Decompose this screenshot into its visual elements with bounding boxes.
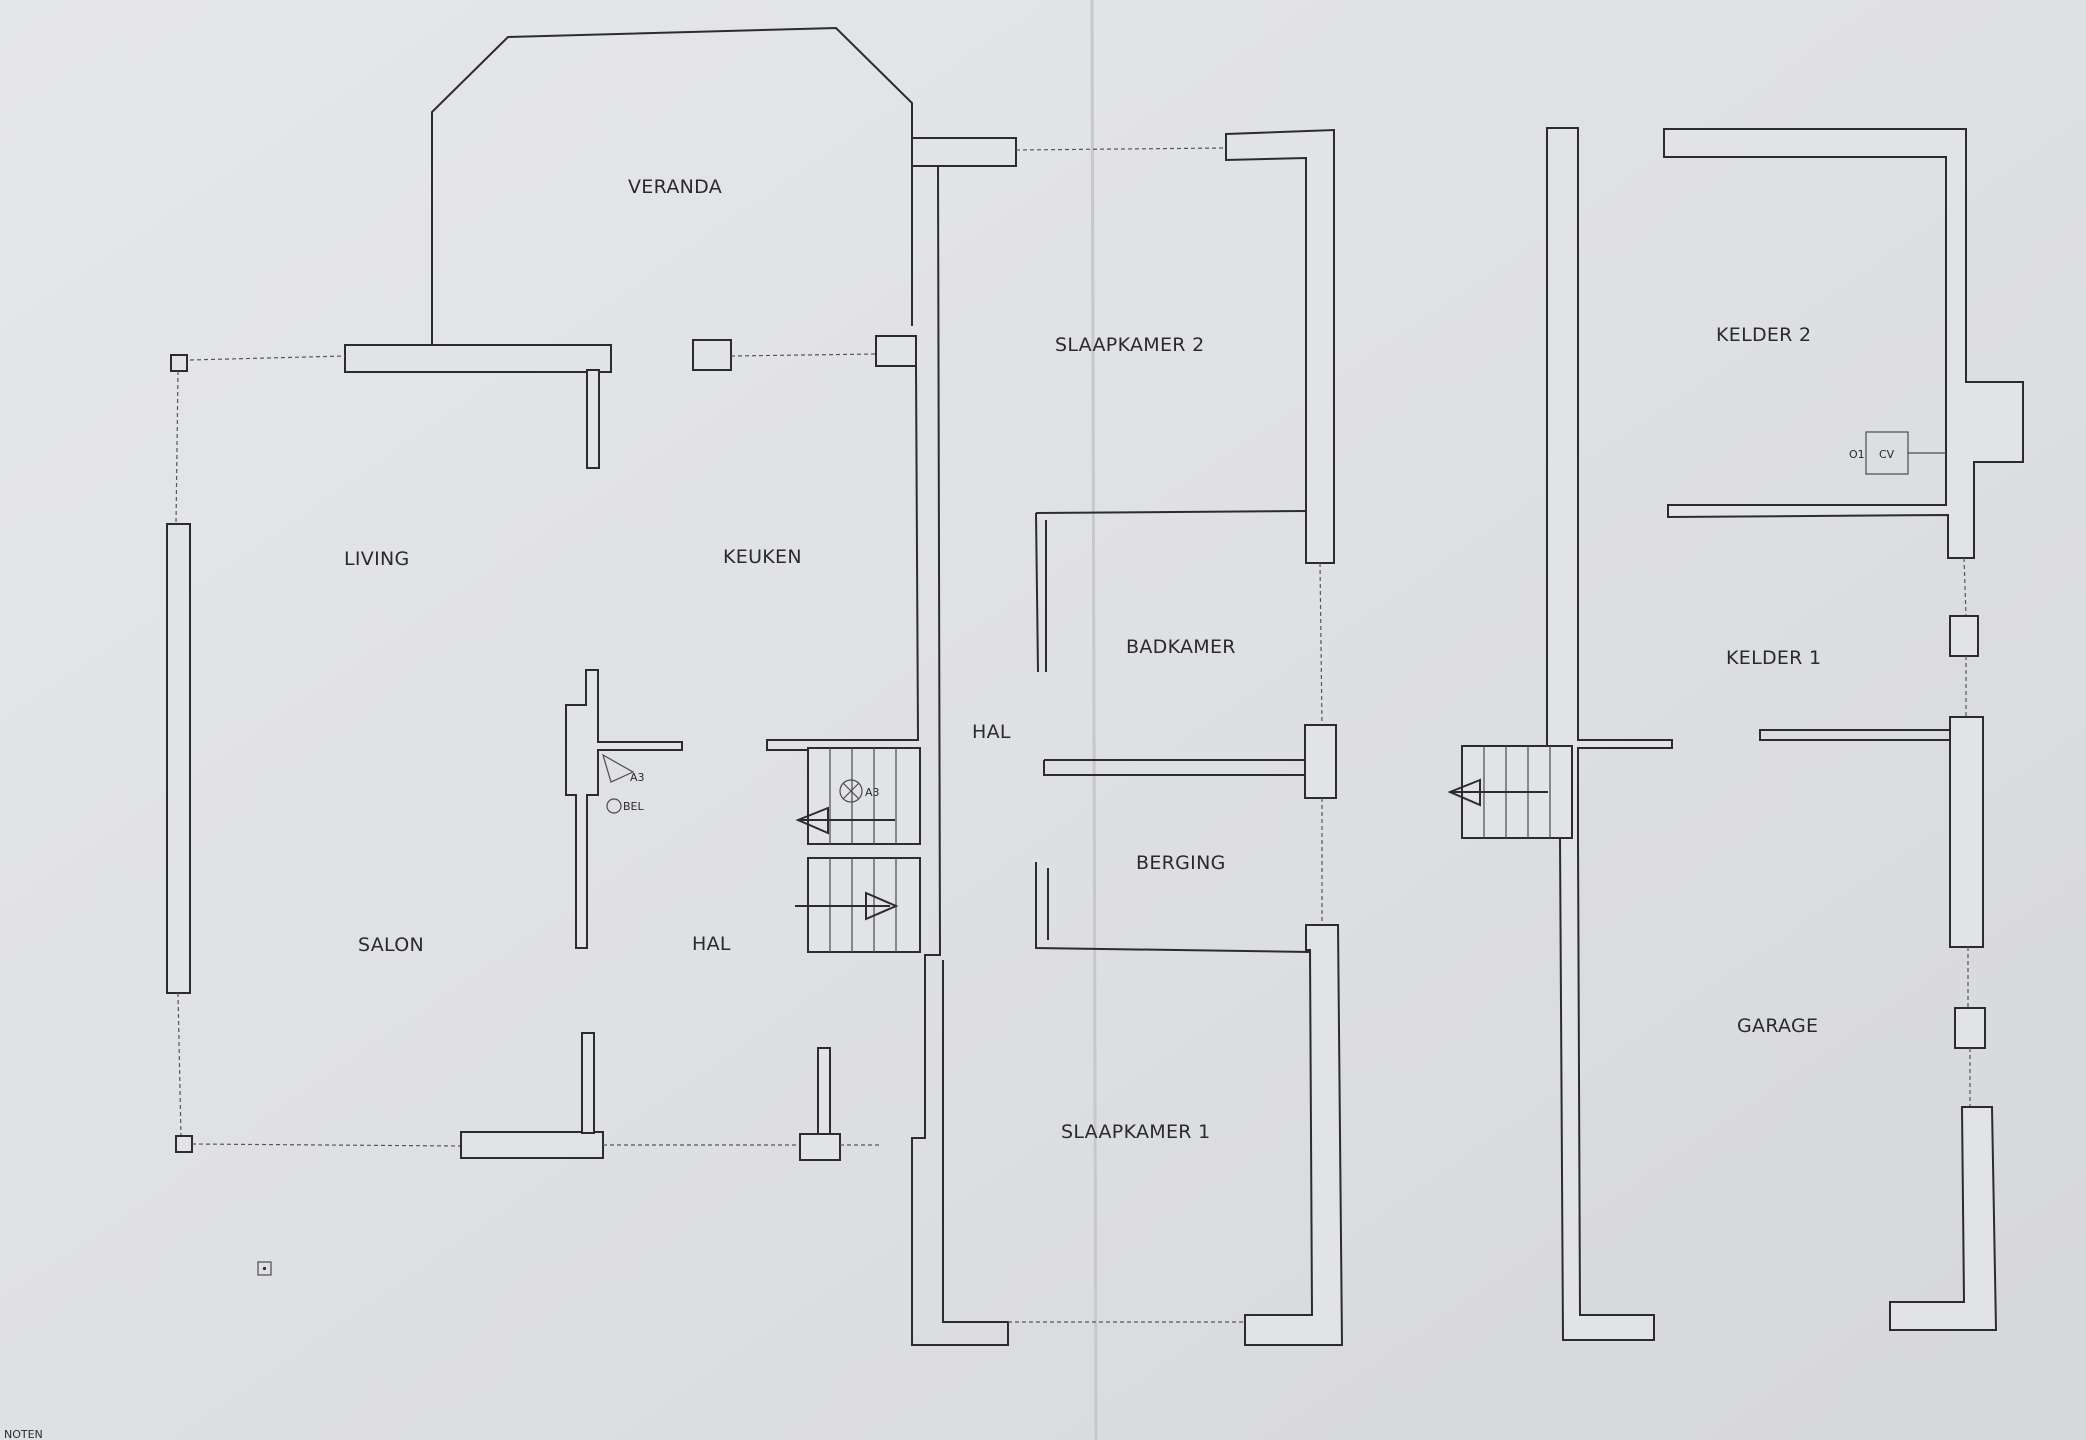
wall — [1889, 1106, 1998, 1331]
window — [1963, 557, 1967, 617]
wall — [799, 1133, 841, 1161]
room-label-veranda: VERANDA — [628, 176, 722, 198]
room-label-badkamer: BADKAMER — [1126, 636, 1236, 658]
basement-floor: CV O1 KELDER 2 KELDER 1 GARAGE — [1447, 127, 2024, 1341]
room-label-kelder2: KELDER 2 — [1716, 324, 1811, 346]
wall — [1304, 724, 1337, 799]
o1-label: O1 — [1849, 448, 1865, 461]
stair-upper — [807, 747, 921, 845]
a3-label-lower: A3 — [630, 771, 645, 784]
window — [177, 992, 182, 1138]
corridor-wall — [911, 137, 1017, 167]
room-label-salon: SALON — [358, 934, 424, 956]
room-label-keuken: KEUKEN — [723, 546, 802, 568]
wall — [817, 1047, 831, 1135]
room-label-hal: HAL — [692, 933, 731, 955]
window — [730, 353, 877, 357]
partition-wall — [1035, 510, 1307, 673]
outer-wall-left — [911, 165, 1009, 1346]
window — [191, 1143, 462, 1147]
stair-arrow — [1447, 778, 1548, 807]
wall — [175, 1135, 193, 1153]
partition-wall — [565, 669, 683, 949]
first-floor: SLAAPKAMER 2 BADKAMER HAL BERGING SLAAPK… — [911, 128, 1344, 1346]
wall — [581, 1032, 595, 1134]
wall — [1949, 716, 1984, 948]
wall — [875, 335, 917, 367]
wall — [166, 523, 191, 994]
corner-note: NOTEN — [4, 1428, 43, 1440]
kelder-wall — [1663, 128, 2024, 559]
fold-line — [1090, 0, 1098, 1440]
room-label-garage: GARAGE — [1737, 1015, 1818, 1037]
wall — [1949, 615, 1979, 657]
room-label-berging: BERGING — [1136, 852, 1226, 874]
window — [189, 355, 346, 361]
room-label-slaapkamer2: SLAAPKAMER 2 — [1055, 334, 1205, 356]
wall — [586, 369, 600, 469]
wall — [1244, 924, 1344, 1346]
window — [1319, 562, 1323, 726]
socket-symbol — [602, 753, 635, 783]
partition-wall — [1043, 759, 1306, 776]
window — [175, 370, 179, 525]
bell-icon — [606, 798, 622, 814]
small-square-icon — [257, 1261, 272, 1276]
left-wall — [1546, 127, 1673, 1341]
room-label-kelder1: KELDER 1 — [1726, 647, 1821, 669]
wall — [170, 354, 188, 372]
light-symbol — [839, 779, 863, 803]
room-label-living: LIVING — [344, 548, 410, 570]
window — [1015, 147, 1227, 151]
outer-wall-right — [1225, 128, 1335, 564]
room-label-slaapkamer1: SLAAPKAMER 1 — [1061, 1121, 1211, 1143]
stair-arrow-left — [795, 806, 895, 835]
partition-wall — [1035, 862, 1311, 953]
stair-arrow-right — [795, 891, 899, 921]
cv-label: CV — [1879, 448, 1895, 461]
a3-label-upper: A3 — [865, 786, 880, 799]
room-label-hal-corridor: HAL — [972, 721, 1011, 743]
wall — [460, 1131, 604, 1159]
ground-floor: A3 A3 BEL VERANDA LIVING KEUKEN SALON HA… — [166, 26, 921, 1276]
wall — [344, 344, 612, 373]
wall — [692, 339, 732, 371]
bel-label: BEL — [623, 800, 644, 813]
wall — [1954, 1007, 1986, 1049]
